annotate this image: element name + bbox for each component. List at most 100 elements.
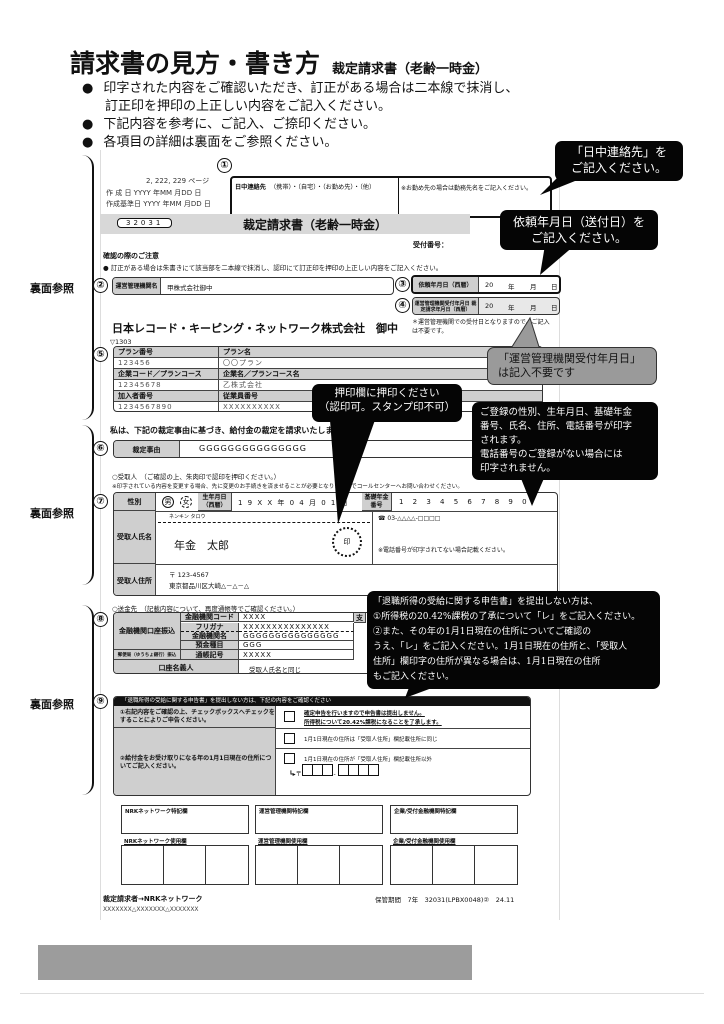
dob-label: 生年月日（西暦） <box>198 493 232 511</box>
bank-field-label: 金融機関コード <box>181 613 239 622</box>
office-use-label: NRKネットワーク使用欄 <box>124 839 187 845</box>
bank-field-value[interactable]: XXXXXXXXXXXXXXX <box>239 623 354 632</box>
question-2: ②給付金をお受け取りになる年の1月1日現在の住所についてご記入ください。 <box>114 728 276 795</box>
section-number: ⑥ <box>93 441 108 456</box>
tax-consent-line1: 確定申告を行いますので申告書は提出しません。 <box>304 711 425 717</box>
form-code: 32031 <box>117 218 173 228</box>
request-date-label: 依頼年月日（西暦） <box>413 277 479 292</box>
footer-retention: 保管期間 7年 32031(LPBX0048)② 24.11 <box>375 896 515 904</box>
request-statement: 私は、下記の裁定事由に基づき、給付金の裁定を請求いたします。 <box>110 426 349 435</box>
section-number: ⑨ <box>93 694 108 709</box>
footer-destination: 裁定請求者→NRKネットワーク <box>103 895 203 903</box>
office-use-cell <box>255 845 298 885</box>
callout-registered-info: ご登録の性別、生年月日、基礎年金 番号、氏名、住所、電話番号が印字 されます。 … <box>472 402 658 480</box>
footer-code: XXXXXXX△XXXXXXX△XXXXXXX <box>103 906 199 913</box>
bank-field-value[interactable]: GGGGGGGGGGGGGGG <box>239 632 354 641</box>
admin-org-field[interactable]: 運営管理機関名 甲株式会社御中 <box>112 277 394 295</box>
recipient-table: 性別 男 女 生年月日（西暦） 1 9 X X 年 0 4 月 0 1 日 基礎… <box>113 492 558 596</box>
section-number: ⑤ <box>93 347 108 362</box>
receipt-date-note: ＊運営管理機関での受付日となりますので、ご記入は不要です。 <box>412 319 550 335</box>
office-note-box: 企業/受付金融機関特記欄 <box>390 805 518 834</box>
sex-female-option[interactable]: 女 <box>180 496 192 508</box>
seal-area[interactable]: 印 <box>332 527 362 557</box>
brace <box>82 155 94 420</box>
office-use-cell <box>339 845 383 885</box>
addressee: 日本レコード・キーピング・ネットワーク株式会社 御中 <box>112 322 398 335</box>
declaration-header: 「退職所得の受給に関する申告書」を提出しない方は、下記の内容をご確認ください <box>114 697 530 706</box>
bank-field-label: フリガナ <box>181 623 239 632</box>
section-number: ① <box>217 158 232 173</box>
plan-table-cell: XXXXXXXXXX <box>219 402 542 411</box>
plan-table-header: プラン名 <box>219 347 542 358</box>
day-label: 日 <box>551 304 558 312</box>
divider <box>20 993 704 994</box>
side-ref-label: 裏面参照 <box>30 507 74 520</box>
caution-text: ● 訂正がある場合は朱書きにて該当部を二本線で抹消し、認印にて訂正印を押印の上正… <box>103 264 443 272</box>
page-info: 2, 222, 229 ページ作 成 日 YYYY 年MM 月DD 日作成基準日… <box>106 177 211 208</box>
form-title: 裁定請求書（老齢一時金） <box>243 218 388 232</box>
request-date-field[interactable]: 依頼年月日（西暦） 20 年 月 日 <box>411 275 561 294</box>
year-label: 年 <box>508 304 515 312</box>
callout-daytime-contact: 「日中連絡先」を ご記入ください。 <box>555 141 683 181</box>
zip-mark: 〒 <box>295 771 302 778</box>
year-prefix: 20 <box>485 302 494 310</box>
account-holder-label: 口座名義人 <box>114 660 239 673</box>
bank-field-label: 金融機関名 <box>181 632 239 641</box>
award-reason-value: GGGGGGGGGGGGGGG <box>199 444 307 453</box>
phone-number: ☎ 03-△△△△-□□□□ <box>378 515 441 522</box>
other-address-label: 1月1日現在の住所が「受取人住所」欄記載住所以外 <box>304 757 433 763</box>
office-use-label: 運営管理機関使用欄 <box>258 839 308 845</box>
bank-field-value[interactable]: XXXXX <box>239 650 354 660</box>
office-use-cell <box>121 845 164 885</box>
admin-org-label: 運営管理機関名 <box>113 278 161 294</box>
bank-field-value[interactable]: XXXX <box>239 613 354 622</box>
bank-field-label: 通帳記号 <box>181 650 239 660</box>
office-use-cell <box>297 845 340 885</box>
office-use-cell <box>163 845 206 885</box>
tax-consent-line2: 所得税について20.42%課税になることを了承します。 <box>304 720 442 726</box>
callout-seal: 押印欄に押印ください （認印可。スタンプ印不可） <box>312 384 462 422</box>
recipient-note: ○受取人 （ご確認の上、朱肉印で認印を押印ください。） <box>112 473 281 481</box>
office-note-box: 運営管理機関特記欄 <box>255 805 383 834</box>
bank-field-value[interactable]: GGG <box>239 641 354 650</box>
same-address-label: 1月1日現在の住所は「受取人住所」欄記載住所に同じ <box>304 737 438 743</box>
section-number: ④ <box>395 298 410 313</box>
name-label: 受取人氏名 <box>114 511 156 564</box>
instruction-item: 訂正印を押印の上正しい内容をご記入ください。 <box>105 99 392 114</box>
month-label: 月 <box>530 304 537 312</box>
same-address-checkbox[interactable] <box>284 733 295 744</box>
side-ref-label: 裏面参照 <box>30 282 74 295</box>
postal-mark: ▽1303 <box>110 338 132 346</box>
sex-male-option[interactable]: 男 <box>162 496 174 508</box>
receipt-date-label: 運営管理機関受付年月日 裁定請求年月日（西暦） <box>413 298 479 314</box>
other-address-checkbox[interactable] <box>284 753 295 764</box>
plan-table-header: 企業名／プランコース名 <box>219 369 542 380</box>
office-note-label: NRKネットワーク特記欄 <box>125 809 188 815</box>
plan-table-cell: 12345678 <box>114 380 219 391</box>
account-holder-value: 受取人氏名と同じ <box>249 666 301 674</box>
plan-table-cell: 123456 <box>114 358 219 369</box>
callout-receipt-date: 「運営管理機関受付年月日」 は記入不要です <box>487 347 657 385</box>
instruction-item: ●印字された内容をご確認いただき、訂正がある場合は二本線で抹消し、 <box>82 81 519 96</box>
tax-consent-checkbox[interactable] <box>284 711 295 722</box>
office-note-box: NRKネットワーク特記欄 <box>121 805 249 834</box>
dob-value: 1 9 X X 年 0 4 月 0 1 日 <box>238 499 350 507</box>
office-note-label: 運営管理機関特記欄 <box>259 809 309 815</box>
contact-options[interactable]: （携帯）・（自宅）・（お勤め先）・（他） <box>270 184 376 191</box>
office-use-cell <box>390 845 433 885</box>
jan1-zip-input[interactable]: ┗▸〒 - <box>289 764 379 778</box>
office-use-cell <box>432 845 475 885</box>
instruction-item: ●各項目の詳細は裏面をご参照ください。 <box>82 135 338 150</box>
office-use-cell <box>474 845 518 885</box>
month-label: 月 <box>530 283 537 291</box>
daytime-contact-box[interactable]: 日中連絡先 （携帯）・（自宅）・（お勤め先）・（他） ※お勤め先の場合は勤務先名… <box>230 176 552 218</box>
caution-title: 確認の際のご注意 <box>103 252 159 260</box>
retirement-declaration-table: 「退職所得の受給に関する申告書」を提出しない方は、下記の内容をご確認ください ①… <box>113 696 531 796</box>
phone-note: ※電話番号が印字されてない場合記載ください。 <box>378 547 509 554</box>
right-column-label: 支 <box>354 613 366 623</box>
bank-field-label: 預金種目 <box>181 641 239 650</box>
bottom-gray-bar <box>38 945 472 980</box>
plan-table-header: 加入者番号 <box>114 391 219 402</box>
section-number: ③ <box>395 277 410 292</box>
address-label: 受取人住所 <box>114 564 156 595</box>
